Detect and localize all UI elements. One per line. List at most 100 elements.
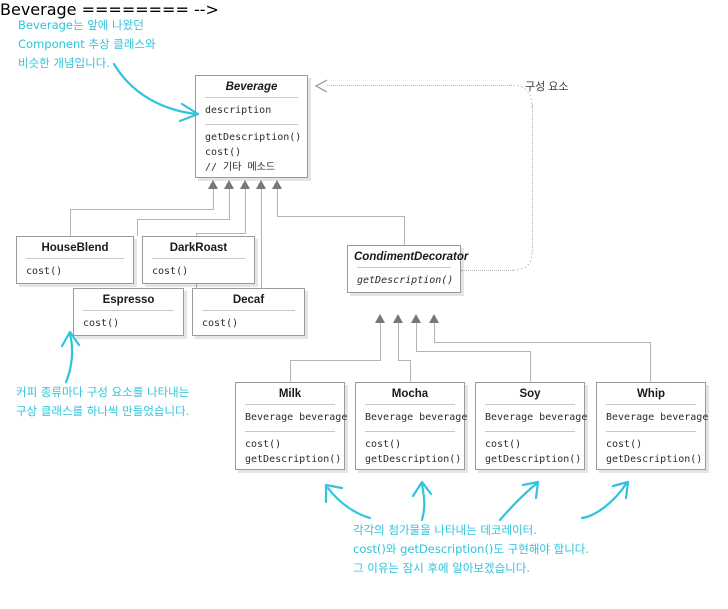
method-row: getDescription() [357,275,454,286]
annotation-line: Component 추상 클래스와 [18,37,156,51]
attribute-row: description [205,105,272,116]
inheritance-arrowhead-mocha [393,314,403,323]
inheritance-line-milk [380,323,381,360]
inheritance-arrowhead-houseblend [208,180,218,189]
method-row: cost() [365,439,402,450]
method-row: cost() [152,266,189,277]
method-row: getDescription() [606,454,703,465]
inheritance-line-whip [434,323,435,342]
class-attributes-beverage: description [196,98,307,124]
annotation-arrow-to-soy [498,480,540,522]
class-attributes-soy: Beverage beverage [476,405,588,431]
class-title-soy: Soy [519,388,541,400]
divider [485,404,575,405]
class-title-mocha: Mocha [391,388,429,400]
class-title-houseblend: HouseBlend [41,242,109,254]
class-title-condimentdecorator: CondimentDecorator [354,251,469,263]
class-box-beverage[interactable]: Beverage description getDescription() co… [195,75,308,178]
annotation-line: 비슷한 개념입니다. [18,56,110,70]
method-row: cost() [606,439,643,450]
divider [606,404,696,405]
inheritance-line-soy [416,323,417,351]
class-methods-houseblend: cost() [17,259,133,285]
class-box-espresso[interactable]: Espresso cost() [73,288,184,336]
divider [606,431,696,432]
annotation-line: 각각의 첨가물을 나타내는 데코레이터. [353,523,537,537]
method-row: getDescription() [485,454,582,465]
class-title-darkroast: DarkRoast [169,242,228,254]
class-box-soy[interactable]: Soy Beverage beverage cost() getDescript… [475,382,588,470]
method-row: cost() [245,439,282,450]
class-box-milk[interactable]: Milk Beverage beverage cost() getDescrip… [235,382,347,473]
method-row: getDescription() [365,454,462,465]
annotation-arrow-to-espresso [60,330,81,384]
inheritance-line-houseblend [70,209,214,210]
inheritance-line-mocha [410,360,411,382]
inheritance-line-houseblend [70,209,71,236]
class-box-condimentdecorator[interactable]: CondimentDecorator getDescription() [347,245,469,294]
inheritance-arrowhead-condimentdecorator [272,180,282,189]
inheritance-arrowhead-espresso [240,180,250,189]
class-methods-whip: cost() getDescription() [597,432,705,473]
class-box-darkroast[interactable]: DarkRoast cost() [142,236,255,284]
inheritance-line-condimentdecorator [277,216,405,217]
class-title-milk: Milk [278,388,302,400]
inheritance-line-condimentdecorator [404,216,405,245]
inheritance-line-soy [530,351,531,382]
association-open-arrowhead [314,79,328,93]
method-row: cost() [485,439,522,450]
annotation-line: 커피 종류마다 구성 요소를 나타내는 [16,385,190,399]
inheritance-line-whip [650,342,651,382]
inheritance-arrowhead-whip [429,314,439,323]
inheritance-line-milk [290,360,291,382]
divider [365,431,455,432]
inheritance-line-darkroast [137,219,230,220]
attribute-row: Beverage beverage [606,412,709,423]
divider [26,258,124,259]
class-methods-darkroast: cost() [143,259,254,285]
annotation-arrow-to-milk [324,483,372,520]
class-methods-mocha: cost() getDescription() [356,432,464,473]
inheritance-line-soy [416,351,531,352]
class-attributes-whip: Beverage beverage [597,405,709,431]
annotation-line: cost()와 getDescription()도 구현해야 합니다. [353,542,590,556]
association-curve-top [509,84,533,109]
annotation-line: Beverage는 앞에 나왔던 [18,18,144,32]
annotation-line: 그 이유는 잠시 후에 알아보겠습니다. [353,561,530,575]
annotation-line: 구상 클래스를 하나씩 만들었습니다. [16,404,190,418]
inheritance-line-espresso [245,189,246,233]
class-methods-milk: cost() getDescription() [236,432,344,473]
divider [202,310,295,311]
inheritance-arrowhead-decaf [256,180,266,189]
class-box-whip[interactable]: Whip Beverage beverage cost() getDescrip… [596,382,709,473]
class-methods-decaf: cost() [193,311,304,337]
divider [245,404,335,405]
association-line-segment [461,270,513,271]
method-row: cost() [83,318,120,329]
inheritance-line-espresso [196,233,246,234]
inheritance-line-whip [434,342,651,343]
class-title-espresso: Espresso [102,294,155,306]
inheritance-line-milk [290,360,381,361]
association-label: 구성 요소 [525,81,569,93]
divider [83,310,174,311]
class-methods-condimentdecorator: getDescription() [348,268,460,294]
class-methods-espresso: cost() [74,311,183,337]
divider [205,97,298,98]
class-box-decaf[interactable]: Decaf cost() [192,288,305,336]
inheritance-arrowhead-milk [375,314,385,323]
inheritance-line-houseblend [213,189,214,209]
method-row: getDescription() [205,132,302,143]
inheritance-arrowhead-darkroast [224,180,234,189]
inheritance-line-darkroast [137,219,138,236]
class-box-mocha[interactable]: Mocha Beverage beverage cost() getDescri… [355,382,467,473]
class-attributes-mocha: Beverage beverage [356,405,467,431]
inheritance-line-mocha [398,360,410,361]
class-box-houseblend[interactable]: HouseBlend cost() [16,236,134,284]
class-title-decaf: Decaf [232,294,265,306]
inheritance-line-decaf [261,189,262,288]
inheritance-line-darkroast [229,189,230,219]
attribute-row: Beverage beverage [485,412,588,423]
inheritance-line-condimentdecorator [277,189,278,216]
annotation-arrow-to-whip [580,480,630,520]
